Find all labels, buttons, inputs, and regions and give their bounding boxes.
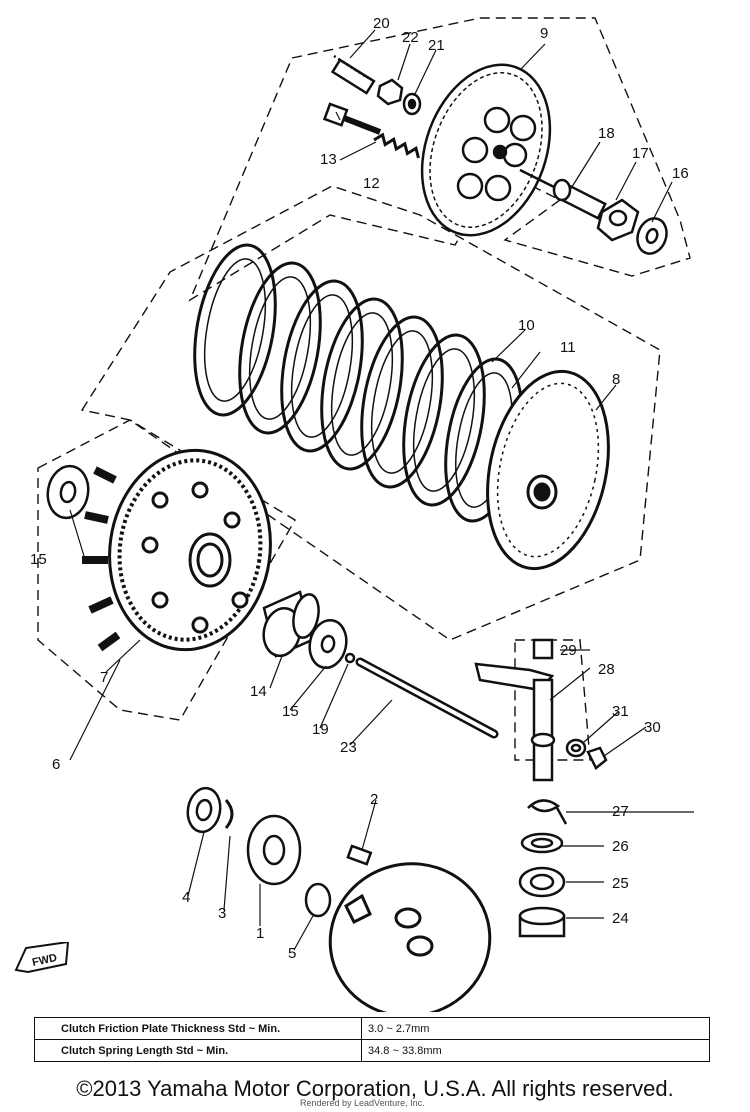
primary-drive-parts: [186, 786, 373, 918]
callout-13: 13: [320, 151, 337, 168]
callout-23: 23: [340, 739, 357, 756]
callout-17: 17: [632, 145, 649, 162]
callout-4: 4: [182, 889, 191, 906]
spec-value: 3.0 ~ 2.7mm: [361, 1017, 710, 1040]
callout-27: 27: [612, 803, 629, 820]
pressure-plate: [420, 63, 552, 237]
callout-5: 5: [288, 945, 297, 962]
fwd-arrow-icon: FWD: [14, 942, 70, 974]
callout-28: 28: [598, 661, 615, 678]
spec-value: 34.8 ~ 33.8mm: [361, 1039, 710, 1062]
callout-22: 22: [402, 29, 419, 46]
callout-9: 9: [540, 25, 549, 42]
primary-gear-group-box: [37, 419, 296, 721]
callout-21: 21: [428, 37, 445, 54]
thrust-washer-left: [46, 464, 90, 520]
callout-14: 14: [250, 683, 267, 700]
callout-6: 6: [52, 756, 61, 773]
callout-3: 3: [218, 905, 227, 922]
callout-18: 18: [598, 125, 615, 142]
callout-26: 26: [612, 838, 629, 855]
copyright-notice: ©2013 Yamaha Motor Corporation, U.S.A. A…: [76, 1076, 674, 1101]
push-lever-assembly: [474, 638, 608, 782]
table-row: Clutch Spring Length Std ~ Min. 34.8 ~ 3…: [34, 1039, 710, 1062]
spacer-assembly: [262, 590, 499, 739]
adjuster-bolt-assembly: [330, 54, 422, 116]
pressure-plate-group-box: [188, 17, 691, 302]
spec-table: Clutch Friction Plate Thickness Std ~ Mi…: [34, 1017, 710, 1062]
callout-12: 12: [363, 175, 380, 192]
leader-lines: [69, 29, 694, 951]
callout-29: 29: [560, 642, 577, 659]
clutch-housing: [82, 448, 272, 652]
callout-15-left: 15: [30, 551, 47, 568]
group-boxes: [37, 17, 691, 761]
fwd-label: FWD: [31, 952, 58, 969]
callout-8: 8: [612, 371, 621, 388]
plate-stack-group-box: [80, 185, 661, 641]
callout-11: 11: [560, 339, 576, 356]
rendered-by-note: Rendered by LeadVenture, Inc.: [300, 1098, 425, 1108]
callout-10: 10: [518, 317, 535, 334]
callout-24: 24: [612, 910, 629, 927]
callout-19: 19: [312, 721, 329, 738]
push-rod-assembly: [519, 168, 668, 255]
spring-and-bolt: [322, 102, 424, 160]
clutch-cover: [328, 862, 492, 1012]
lever-shaft-parts: [518, 799, 568, 938]
kick-lever-group-box: [514, 639, 591, 761]
clutch-exploded-diagram: [37, 17, 694, 1012]
callout-25: 25: [612, 875, 629, 892]
callout-16: 16: [672, 165, 689, 182]
callout-2: 2: [370, 791, 379, 808]
spec-label: Clutch Friction Plate Thickness Std ~ Mi…: [34, 1017, 362, 1040]
table-row: Clutch Friction Plate Thickness Std ~ Mi…: [34, 1017, 710, 1040]
callout-30: 30: [644, 719, 661, 736]
callout-7: 7: [100, 669, 109, 686]
callout-1: 1: [256, 925, 265, 942]
callout-20: 20: [373, 15, 390, 32]
callout-31: 31: [612, 703, 629, 720]
callout-15-right: 15: [282, 703, 299, 720]
spec-label: Clutch Spring Length Std ~ Min.: [34, 1039, 362, 1062]
clutch-boss: [486, 369, 610, 571]
